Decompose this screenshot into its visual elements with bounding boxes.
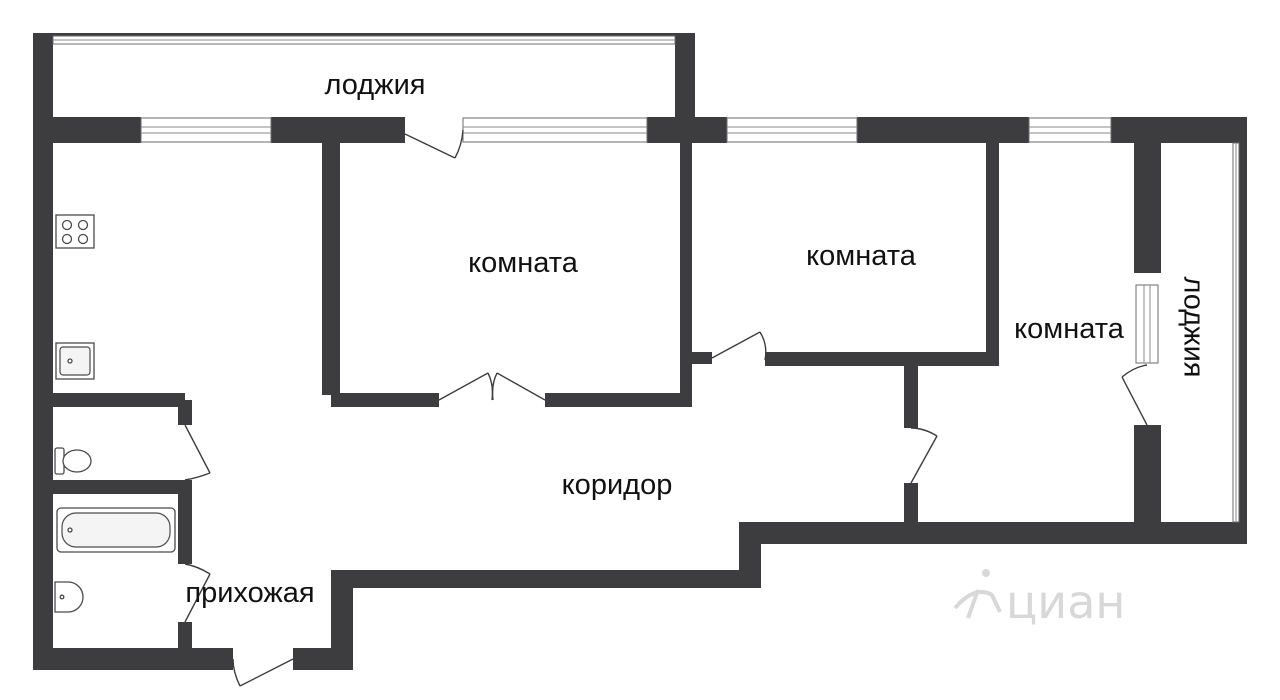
wall-bath-right-lower [178,622,192,648]
wall-room1-left [322,143,340,395]
toilet-icon [54,447,92,475]
window-room2 [726,117,858,143]
wall-corridor-bottom [331,570,761,588]
label-corridor: коридор [562,469,673,501]
label-hallway: прихожая [185,577,314,609]
label-loggia-top: лоджия [325,69,426,101]
door-loggia-right [1121,364,1148,426]
watermark-text: циан [1006,575,1125,629]
door-room2 [711,331,767,361]
washbasin-icon [54,581,84,613]
wall-loggia2-upper [1134,143,1161,273]
wall-top-3 [647,117,727,143]
wall-kitchen-bottom [53,393,185,407]
wall-wc-bottom [53,480,192,494]
bathtub-icon [56,507,176,553]
wall-room3-left-upper [904,366,918,428]
wall-room2-right [986,143,999,366]
wall-wc-door-top [178,400,192,425]
wall-loggia-left [33,33,53,143]
walls [33,33,1247,670]
stove-icon [55,214,95,249]
wall-room2-bottom [765,352,999,366]
wall-top-2 [271,117,405,143]
wall-loggia2-lower [1134,425,1161,525]
doors [184,129,1148,687]
wall-room1-bottom-left [331,393,439,407]
label-room-3: комната [1014,313,1125,345]
wall-top-4 [857,117,1029,143]
wall-top-1 [33,117,141,143]
wall-left [33,143,53,670]
wall-bath-right-upper [178,494,192,564]
window-loggia-top [52,35,676,45]
door-loggia-top [404,129,464,159]
wall-loggia-right [675,33,695,123]
window-loggia-right [1232,142,1240,523]
label-room-1: комната [468,247,579,279]
kitchen-sink-icon [55,342,95,380]
window-room3-loggia [1135,284,1159,364]
windows [52,35,1240,523]
window-kitchen [140,117,272,143]
wall-room2-door-stub [692,352,712,364]
wall-room1-right [680,143,692,407]
label-loggia-right: лоджия [1177,277,1209,378]
window-room3 [1028,117,1112,143]
wall-top-5 [1111,117,1247,143]
wall-bottom-right [739,522,1247,544]
wall-room3-left-lower [904,483,918,524]
label-room-2: комната [806,240,917,272]
door-room1-double [438,372,546,401]
door-wc [184,424,211,481]
wall-hallway-right [331,570,353,670]
door-bathroom [184,563,211,623]
cian-logo-icon [953,569,1002,619]
door-entrance [232,658,294,687]
wall-room1-bottom-right [545,393,692,407]
wall-bottom-left [33,648,233,670]
door-room3 [910,427,938,484]
wall-right [1237,117,1247,544]
window-room1 [462,117,648,143]
